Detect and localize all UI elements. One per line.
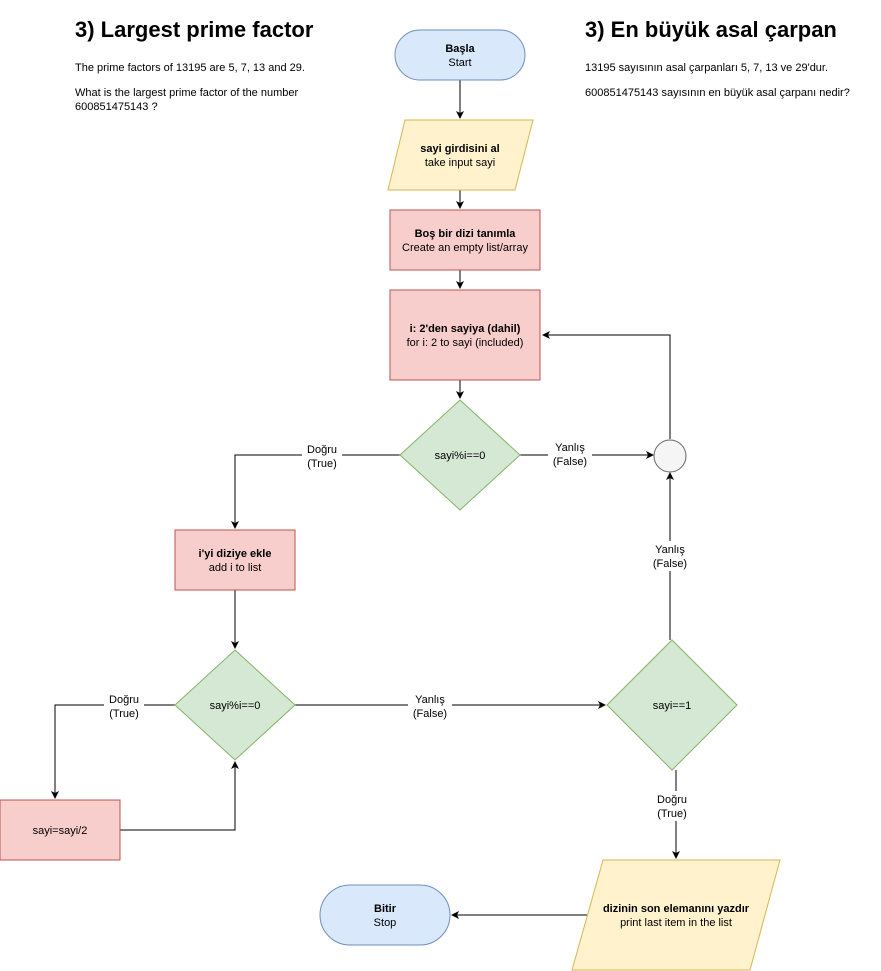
edge-label-backgrounds xyxy=(104,439,692,821)
init-list-label: Boş bir dizi tanımla xyxy=(415,228,517,240)
divide-node: sayi=sayi/2 xyxy=(0,799,121,861)
cond3-true-label-en: (True) xyxy=(657,808,687,820)
decision-2: sayi%i==0 xyxy=(174,649,296,761)
stop-label: Bitir xyxy=(374,903,397,915)
cond3-false-label-en: (False) xyxy=(653,558,687,570)
loop-label: i: 2'den sayiya (dahil) xyxy=(410,323,521,335)
cond3-false-label: Yanlış xyxy=(655,544,685,556)
start-label-en: Start xyxy=(448,57,471,69)
start-label: Başla xyxy=(445,43,475,55)
print-label: dizinin son elemanını yazdır xyxy=(603,903,750,915)
left-text-primes: The prime factors of 13195 are 5, 7, 13 … xyxy=(75,62,305,74)
stop-node: Bitir Stop xyxy=(319,884,451,946)
cond2-false-label-en: (False) xyxy=(413,708,447,720)
left-text-question-2: 600851475143 ? xyxy=(75,101,158,113)
edge-labels: Doğru (True) Yanlış (False) Doğru (True)… xyxy=(109,442,687,820)
cond2-false-label: Yanlış xyxy=(415,694,445,706)
cond1-true-label: Doğru xyxy=(307,444,337,456)
init-list-label-en: Create an empty list/array xyxy=(402,242,528,254)
decision-3: sayi==1 xyxy=(606,639,738,771)
decision-1-label: sayi%i==0 xyxy=(435,450,486,462)
cond2-true-label: Doğru xyxy=(109,694,139,706)
junction-node xyxy=(653,439,687,473)
cond1-false-label: Yanlış xyxy=(555,442,585,454)
print-node: dizinin son elemanını yazdır print last … xyxy=(571,859,781,971)
add-to-list-label: i'yi diziye ekle xyxy=(199,548,272,560)
add-to-list-label-en: add i to list xyxy=(209,562,262,574)
input-label-en: take input sayi xyxy=(425,157,495,169)
right-text-question: 600851475143 sayısının en büyük asal çar… xyxy=(585,87,850,99)
print-label-en: print last item in the list xyxy=(620,917,732,929)
cond3-true-label: Doğru xyxy=(657,794,687,806)
edge-divide-cond2 xyxy=(120,761,239,831)
decision-3-label: sayi==1 xyxy=(653,700,692,712)
cond1-false-label-en: (False) xyxy=(553,456,587,468)
loop-node: i: 2'den sayiya (dahil) for i: 2 to sayi… xyxy=(389,289,541,381)
left-text-question-1: What is the largest prime factor of the … xyxy=(75,87,299,99)
input-label: sayi girdisini al xyxy=(420,143,499,155)
cond2-true-label-en: (True) xyxy=(109,708,139,720)
decision-1: sayi%i==0 xyxy=(399,399,521,511)
add-to-list-node: i'yi diziye ekle add i to list xyxy=(174,529,296,591)
edge-junction-loop xyxy=(542,331,671,439)
edges xyxy=(51,80,680,919)
init-list-node: Boş bir dizi tanımla Create an empty lis… xyxy=(389,209,541,271)
divide-label: sayi=sayi/2 xyxy=(33,825,88,837)
left-title: 3) Largest prime factor xyxy=(75,17,314,42)
cond1-true-label-en: (True) xyxy=(307,458,337,470)
loop-label-en: for i: 2 to sayi (included) xyxy=(407,337,524,349)
right-text-primes: 13195 sayısının asal çarpanları 5, 7, 13… xyxy=(585,62,829,74)
edge-cond1-true xyxy=(231,454,400,529)
start-node: Başla Start xyxy=(394,29,526,81)
decision-2-label: sayi%i==0 xyxy=(210,700,261,712)
input-node: sayi girdisini al take input sayi xyxy=(387,119,534,191)
right-title: 3) En büyük asal çarpan xyxy=(585,17,837,42)
stop-label-en: Stop xyxy=(374,917,397,929)
